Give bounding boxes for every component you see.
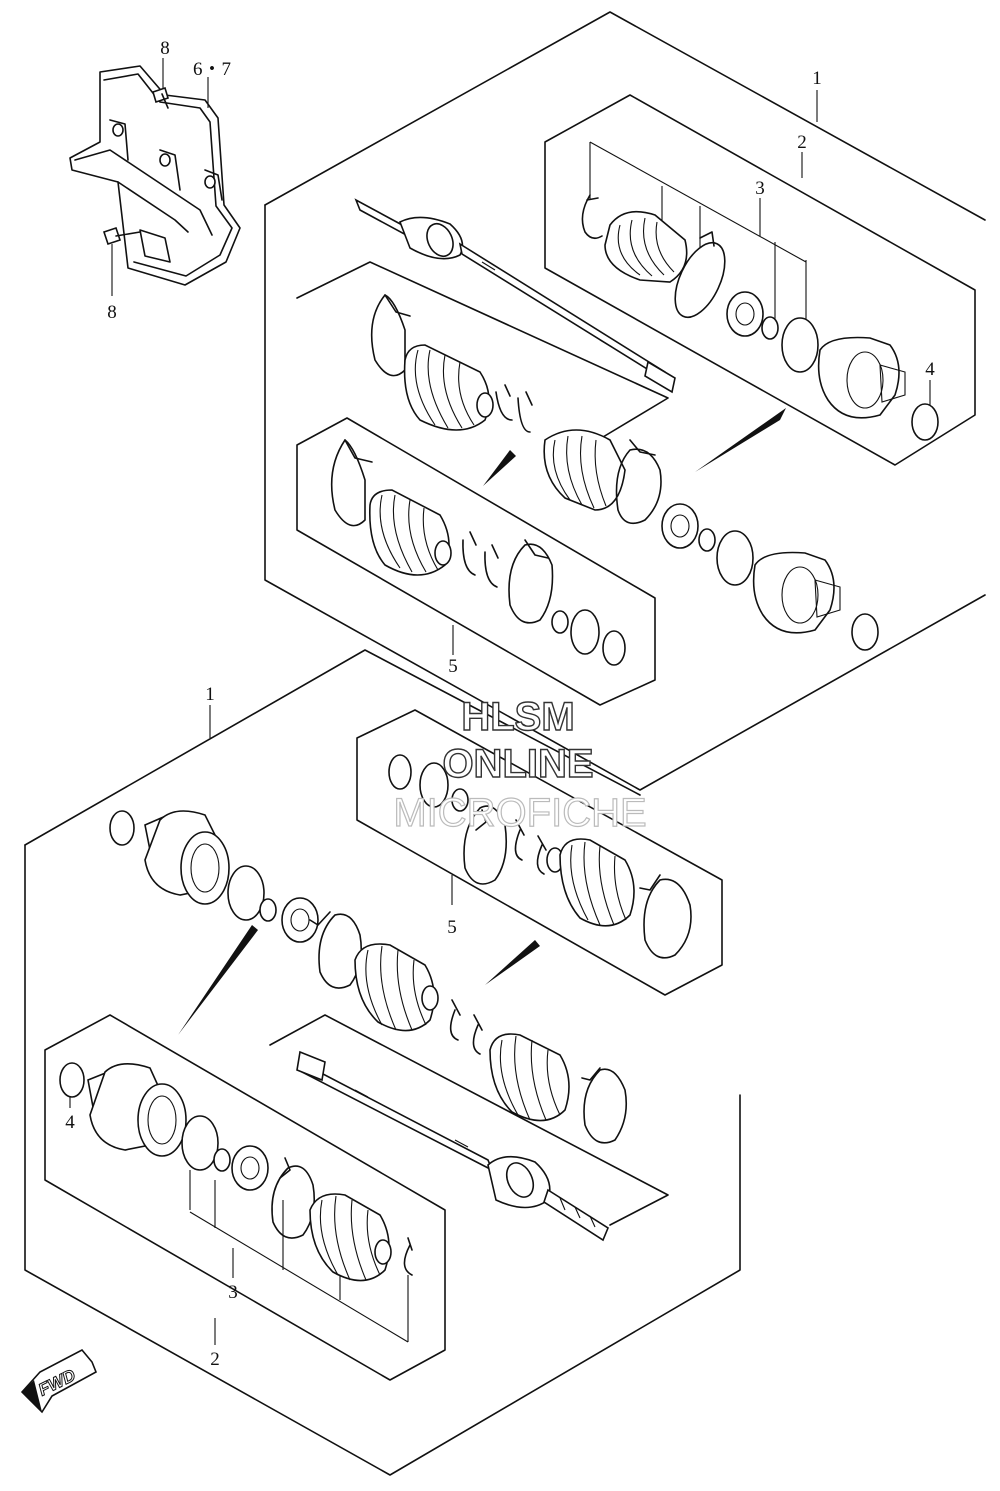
bolt-bottom — [102, 226, 141, 296]
lower-outer-indicator-triangle — [485, 940, 540, 985]
lower-inner-kit-box — [44, 1014, 446, 1381]
callout-5-lower: 5 — [447, 917, 457, 938]
callout-1-lower: 1 — [205, 684, 215, 705]
bracket-guard — [69, 65, 241, 286]
callout-3-lower: 3 — [228, 1282, 238, 1303]
callout-6-7: 6・7 — [193, 59, 231, 80]
callout-5-upper: 5 — [448, 656, 458, 677]
upper-assembly-frame — [264, 11, 986, 791]
lower-boot-parts — [489, 1033, 628, 1144]
watermark-line-2: ONLINE — [442, 742, 593, 786]
upper-outer-kit-box — [296, 417, 656, 706]
callout-4-lower: 4 — [65, 1112, 75, 1133]
lower-outer-kit-box — [356, 709, 723, 996]
lower-axle-shaft — [296, 1050, 609, 1242]
lower-inner-kit-parts — [59, 1062, 413, 1282]
callout-8-top: 8 — [160, 38, 170, 59]
fwd-direction-arrow: FWD — [20, 1348, 98, 1414]
upper-inner-kit-box — [544, 94, 976, 466]
upper-boot-kit-box — [296, 261, 669, 441]
lower-boot-kit-box — [269, 1014, 669, 1226]
callout-8-bottom: 8 — [107, 302, 117, 323]
upper-indicator-triangle — [695, 408, 786, 472]
lower-assembly-frame — [24, 649, 741, 1476]
callout-4-upper: 4 — [925, 359, 935, 380]
upper-outer-kit-parts — [330, 439, 626, 666]
lower-outer-kit-parts — [388, 754, 692, 959]
upper-boot-indicator-triangle — [483, 450, 516, 486]
watermark-line-1: HLSM — [461, 695, 574, 739]
callout-2-lower: 2 — [210, 1349, 220, 1370]
lower-main-parts — [109, 810, 483, 1055]
upper-axle-shaft — [354, 198, 676, 394]
upper-boot-parts — [370, 294, 879, 651]
bolt-top — [152, 58, 169, 109]
watermark-line-3: MICROFICHE — [393, 791, 646, 835]
callout-3-upper: 3 — [755, 178, 765, 199]
callout-2-upper: 2 — [797, 132, 807, 153]
watermark: HLSM ONLINE MICROFICHE — [393, 694, 648, 835]
upper-inner-kit-parts — [581, 194, 939, 441]
upper-parts-bracket — [589, 141, 807, 335]
lower-main-indicator-triangle — [178, 925, 258, 1035]
callout-1-upper: 1 — [812, 68, 822, 89]
